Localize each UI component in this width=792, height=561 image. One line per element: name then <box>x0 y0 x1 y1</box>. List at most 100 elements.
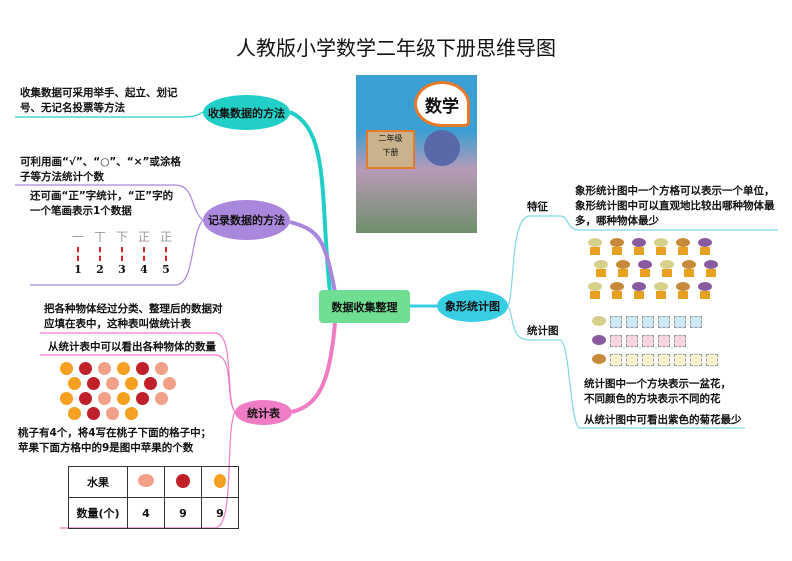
dashed-line <box>165 247 167 261</box>
fruit <box>98 392 111 405</box>
flower-pot <box>588 238 604 258</box>
count-apple: 9 <box>164 497 202 529</box>
fruit <box>117 362 130 375</box>
pictograph-square <box>658 354 670 366</box>
pictograph-square <box>610 354 622 366</box>
fruit <box>68 407 81 420</box>
fruit-illustration <box>60 362 180 422</box>
pear-icon <box>214 473 226 488</box>
fruit <box>106 407 119 420</box>
flower-pot <box>654 238 670 258</box>
flower-pot <box>616 260 632 280</box>
node-collect-methods[interactable]: 收集数据的方法 <box>203 95 290 130</box>
fruit <box>117 392 130 405</box>
tally-number: 3 <box>118 263 126 276</box>
fruit <box>125 377 138 390</box>
flower-pot <box>660 260 676 280</box>
pictograph-square <box>642 335 654 347</box>
flower-pot <box>704 260 720 280</box>
chart-label: 统计图 <box>527 325 559 337</box>
pictograph-square <box>674 354 686 366</box>
record-note-2: 还可画“正”字统计，“正”字的一个笔画表示1个数据 <box>30 190 174 217</box>
flower-icon <box>592 354 606 364</box>
pictograph-chart <box>592 316 722 371</box>
tally-mark: 一 <box>71 230 84 244</box>
pictograph-square <box>658 335 670 347</box>
pictograph-square <box>658 316 670 328</box>
pictograph-square <box>626 316 638 328</box>
pictograph-square <box>626 335 638 347</box>
chart-text-2: 从统计图中可看出紫色的菊花最少 <box>584 414 742 426</box>
cover-grade: 二年级 <box>378 134 403 143</box>
flower-icon <box>592 335 606 345</box>
flower-pot <box>632 282 648 302</box>
flower-pot <box>698 282 714 302</box>
node-stat-table[interactable]: 统计表 <box>235 400 292 425</box>
dashed-line <box>143 247 145 261</box>
flower-pot <box>632 238 648 258</box>
fruit <box>136 362 149 375</box>
fruit <box>60 392 73 405</box>
tally-mark: 下 <box>115 230 128 244</box>
flower-pot <box>682 260 698 280</box>
fruit <box>155 362 168 375</box>
tally-number: 5 <box>162 263 170 276</box>
table-note-3: 桃子有4个，将4写在桃子下面的格子中；苹果下面方格中的9是图中苹果的个数 <box>18 427 212 454</box>
pictograph-square <box>626 354 638 366</box>
flower-pot <box>610 238 626 258</box>
flower-illustration <box>588 238 723 306</box>
pictograph-square <box>706 354 718 366</box>
balloon-illustration <box>424 130 460 166</box>
chart-text-1: 统计图中一个方块表示一盆花，不同颜色的方块表示不同的花 <box>584 378 731 405</box>
count-pear: 9 <box>201 497 239 529</box>
fruit <box>163 377 176 390</box>
cover-volume: 下册 <box>382 148 399 157</box>
dashed-line <box>77 247 79 261</box>
fruit <box>87 407 100 420</box>
fruit-count-table: 水果 数量(个) 4 9 9 <box>68 466 239 529</box>
pictograph-square <box>690 316 702 328</box>
dashed-line <box>99 247 101 261</box>
fruit <box>106 377 119 390</box>
tally-number: 2 <box>96 263 104 276</box>
fruit <box>144 377 157 390</box>
fruit <box>79 392 92 405</box>
tally-mark: 丅 <box>93 230 106 244</box>
flower-pot <box>594 260 610 280</box>
header-count: 数量(个) <box>68 497 128 529</box>
fruit <box>98 362 111 375</box>
table-note-2: 从统计表中可以看出各种物体的数量 <box>48 341 216 353</box>
apple-icon <box>176 473 190 488</box>
pictograph-square <box>690 354 702 366</box>
pictograph-square <box>674 335 686 347</box>
central-node[interactable]: 数据收集整理 <box>319 290 410 323</box>
flower-pot <box>654 282 670 302</box>
peach-icon <box>138 474 154 487</box>
textbook-cover: 数学 二年级 下册 <box>356 75 477 233</box>
dashed-line <box>121 247 123 261</box>
feature-text: 象形统计图中一个方格可以表示一个单位，象形统计图中可以直观地比较出哪种物体最多，… <box>575 185 775 227</box>
table-note-1: 把各种物体经过分类、整理后的数据对应填在表中，这种表叫做统计表 <box>44 303 223 330</box>
flower-pot <box>676 282 692 302</box>
tally-number: 4 <box>140 263 148 276</box>
fruit <box>87 377 100 390</box>
page-title: 人教版小学数学二年级下册思维导图 <box>236 36 556 60</box>
fruit <box>79 362 92 375</box>
cover-title: 数学 <box>414 81 470 127</box>
pictograph-square <box>674 316 686 328</box>
collect-note: 收集数据可采用举手、起立、划记号、无记名投票等方法 <box>20 87 178 114</box>
record-note-1: 可利用画“√”、“○”、“×”或涂格子等方法统计个数 <box>20 156 181 183</box>
flower-pot <box>588 282 604 302</box>
node-record-methods[interactable]: 记录数据的方法 <box>203 200 290 240</box>
node-pictograph[interactable]: 象形统计图 <box>437 290 508 322</box>
tally-mark: 正 <box>137 230 150 244</box>
fruit <box>155 392 168 405</box>
pictograph-square <box>642 316 654 328</box>
